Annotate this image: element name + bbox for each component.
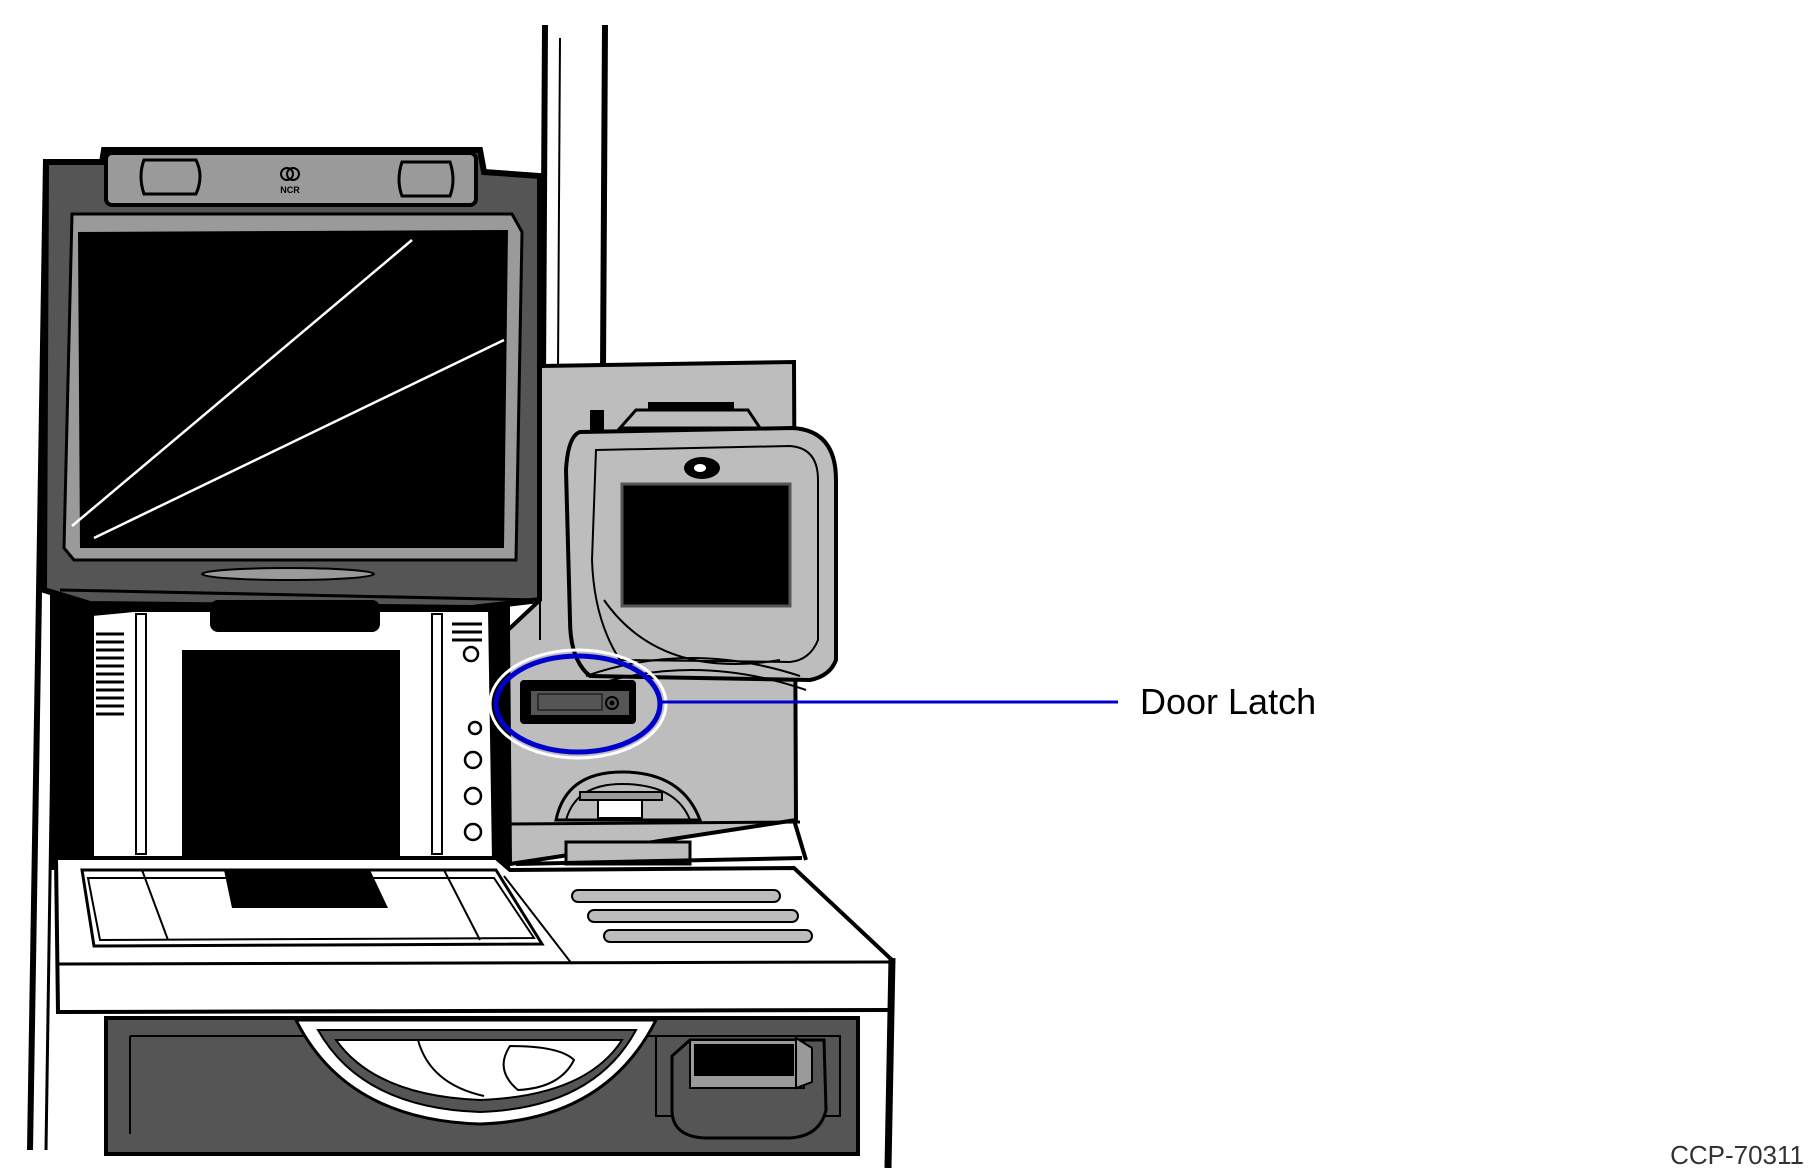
shelf-slot-3 <box>603 929 813 943</box>
scanner-window <box>182 650 400 856</box>
left-speaker <box>139 158 202 196</box>
ncr-logo: NCR <box>280 167 300 195</box>
pole <box>540 24 608 381</box>
figure-id: CCP-70311 <box>1670 1140 1804 1168</box>
door-latch <box>520 680 636 724</box>
shelf-slot-1 <box>571 889 781 903</box>
door-latch-label: Door Latch <box>1140 681 1316 722</box>
right-speaker <box>397 160 455 198</box>
vent-left <box>96 632 124 716</box>
scale-glass <box>224 870 388 908</box>
screen-glare-1 <box>71 239 413 527</box>
main-monitor: NCR <box>40 147 543 612</box>
shelf-slot-2 <box>587 909 799 923</box>
ncr-logo-text: NCR <box>280 185 300 195</box>
door-latch-highlight <box>493 653 663 755</box>
pin-pad-screen <box>620 482 792 608</box>
counter <box>53 856 896 1169</box>
lower-cabinet <box>104 1016 860 1156</box>
main-screen <box>78 230 508 548</box>
vent-right <box>452 622 482 642</box>
scanner-unit <box>90 600 497 867</box>
screen-glare-2 <box>93 338 505 540</box>
peripheral-tower <box>505 359 838 867</box>
indicator-light-1 <box>462 645 480 663</box>
